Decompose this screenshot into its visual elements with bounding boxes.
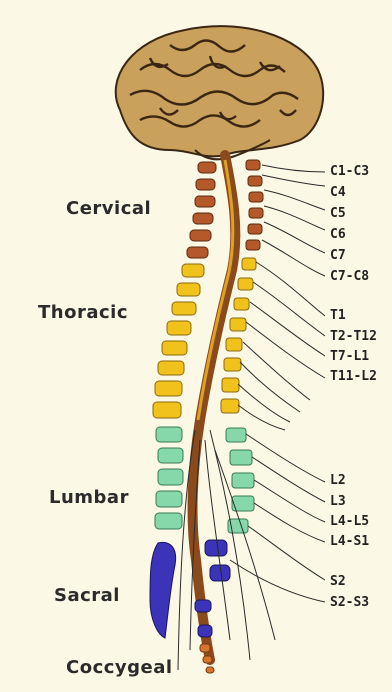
nerve-label: C6 xyxy=(330,227,346,242)
nerve-label: S2-S3 xyxy=(330,595,369,610)
nerve-label: T1 xyxy=(330,308,346,323)
region-label-lumbar: Lumbar xyxy=(49,487,129,508)
nerve-label: L4-S1 xyxy=(330,534,369,549)
nerve-label: S2 xyxy=(330,574,346,589)
processes-lumbar xyxy=(226,428,254,533)
region-label-thoracic: Thoracic xyxy=(38,302,128,323)
nerve-label: L3 xyxy=(330,494,346,509)
processes-cervical xyxy=(246,160,263,250)
nerve-label: T7-L1 xyxy=(330,349,369,364)
nerve-label: L2 xyxy=(330,473,346,488)
nerve-label: C5 xyxy=(330,206,346,221)
nerve-label: C7 xyxy=(330,248,346,263)
vertebrae-sacral xyxy=(150,540,230,638)
nerve-label: L4-L5 xyxy=(330,514,369,529)
region-label-cervical: Cervical xyxy=(66,198,151,219)
nerve-label: T11-L2 xyxy=(330,369,377,384)
nerve-label: C1-C3 xyxy=(330,164,369,179)
vertebrae-thoracic xyxy=(153,264,204,418)
region-label-sacral: Sacral xyxy=(54,585,120,606)
vertebrae-lumbar xyxy=(155,427,183,529)
vertebrae-cervical xyxy=(187,162,216,258)
brain-icon xyxy=(116,26,323,159)
region-label-coccygeal: Coccygeal xyxy=(66,657,173,678)
nerve-label: T2-T12 xyxy=(330,329,377,344)
nerve-label: C4 xyxy=(330,185,346,200)
nerve-label: C7-C8 xyxy=(330,269,369,284)
